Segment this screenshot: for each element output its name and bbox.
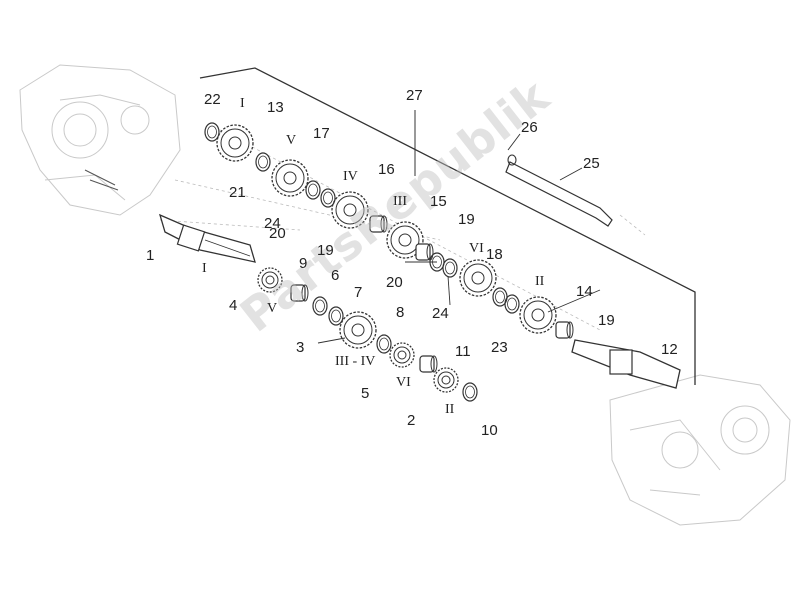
label-9: 9 bbox=[299, 255, 308, 272]
label-13: 13 bbox=[267, 99, 284, 116]
label-24-top: 24 bbox=[264, 215, 281, 232]
label-20-top: 20 bbox=[269, 225, 286, 242]
bush-19-mid bbox=[415, 243, 434, 261]
label-10: 10 bbox=[481, 422, 498, 439]
washer-24-top bbox=[305, 180, 321, 200]
washer-22 bbox=[204, 122, 220, 142]
assembly-guide-lines bbox=[159, 129, 646, 331]
circlip-10 bbox=[462, 382, 478, 402]
washer-8 bbox=[376, 334, 392, 354]
input-shaft-1 bbox=[158, 213, 256, 263]
bush-19-right bbox=[555, 321, 574, 339]
washer-23-b bbox=[504, 294, 520, 314]
label-24-mid: 24 bbox=[432, 305, 449, 322]
label-2: 2 bbox=[407, 412, 416, 429]
label-3: 3 bbox=[296, 339, 305, 356]
roman-III: III bbox=[393, 194, 407, 209]
roman-I-top: I bbox=[240, 96, 245, 111]
gear-17 bbox=[271, 159, 309, 197]
roman-VI-bottom: VI bbox=[396, 375, 411, 390]
label-27: 27 bbox=[406, 87, 423, 104]
label-14: 14 bbox=[576, 283, 593, 300]
label-8: 8 bbox=[396, 304, 405, 321]
washer-20-top bbox=[320, 188, 336, 208]
leader-lines bbox=[317, 133, 601, 344]
label-5: 5 bbox=[361, 385, 370, 402]
label-1: 1 bbox=[146, 247, 155, 264]
label-15: 15 bbox=[430, 193, 447, 210]
label-25: 25 bbox=[583, 155, 600, 172]
output-shaft-12 bbox=[571, 339, 681, 389]
label-7: 7 bbox=[354, 284, 363, 301]
casing-left bbox=[19, 64, 181, 216]
washer-24-mid bbox=[442, 258, 458, 278]
label-20-mid: 20 bbox=[386, 274, 403, 291]
roman-II-top: II bbox=[535, 274, 545, 289]
gear-18 bbox=[459, 259, 497, 297]
bush-11 bbox=[419, 355, 438, 373]
casing-right bbox=[609, 374, 791, 526]
roman-III-IV: III - IV bbox=[335, 354, 376, 369]
label-16: 16 bbox=[378, 161, 395, 178]
label-22: 22 bbox=[204, 91, 221, 108]
shaft-25 bbox=[505, 154, 613, 227]
label-11: 11 bbox=[455, 343, 471, 360]
roman-V-top: V bbox=[286, 133, 297, 148]
gear-14 bbox=[519, 296, 557, 334]
washer-7 bbox=[328, 306, 344, 326]
label-18: 18 bbox=[486, 246, 503, 263]
label-19-top: 19 bbox=[458, 211, 475, 228]
label-4: 4 bbox=[229, 297, 238, 314]
roman-V-bottom: V bbox=[267, 301, 278, 316]
label-23: 23 bbox=[491, 339, 508, 356]
washer-21 bbox=[255, 152, 271, 172]
label-17: 17 bbox=[313, 125, 330, 142]
roman-VI-top: VI bbox=[469, 241, 484, 256]
roman-IV: IV bbox=[343, 169, 358, 184]
label-12: 12 bbox=[661, 341, 678, 358]
roman-II-bottom: II bbox=[445, 402, 455, 417]
label-26: 26 bbox=[521, 119, 538, 136]
label-6: 6 bbox=[331, 267, 340, 284]
gear-13 bbox=[216, 124, 254, 162]
gear-2 bbox=[433, 367, 459, 393]
group-bracket-27 bbox=[199, 67, 696, 385]
label-21: 21 bbox=[229, 184, 246, 201]
gear-3 bbox=[339, 311, 377, 349]
roman-I-bottom: I bbox=[202, 261, 207, 276]
gear-5 bbox=[389, 342, 415, 368]
label-19-mid: 19 bbox=[317, 242, 334, 259]
label-19-right: 19 bbox=[598, 312, 615, 329]
